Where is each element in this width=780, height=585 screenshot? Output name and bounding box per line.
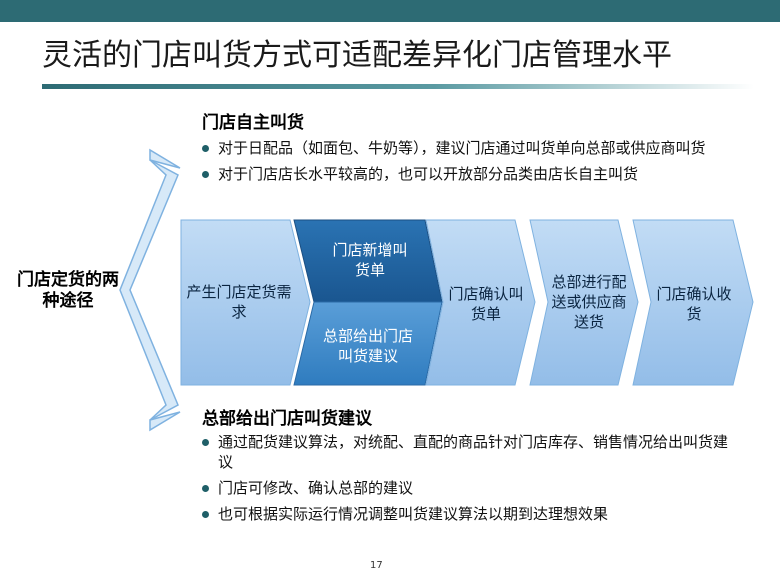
step4-label: 总部进行配送或供应商送货 [551,273,627,331]
brace-arrows [119,148,181,432]
page-number: 17 [370,560,383,571]
list-item: 通过配货建议算法，对统配、直配的商品针对门店库存、销售情况给出叫货建议 [202,432,732,472]
list-item: 门店可修改、确认总部的建议 [202,478,732,498]
branch-bottom-label: 总部给出门店叫货建议 [322,327,413,365]
brace-shape [119,159,179,421]
bullet-dot-icon [202,439,209,446]
chevron-step3 [425,219,536,386]
chevron-step5 [632,219,754,386]
bullet-dot-icon [202,171,209,178]
bullet-dot-icon [202,485,209,492]
bullet-dot-icon [202,145,209,152]
bottom-section-heading: 总部给出门店叫货建议 [202,409,372,429]
header-bar [0,0,780,22]
step5-label: 门店确认收货 [656,285,732,323]
list-item: 对于日配品（如面包、牛奶等），建议门店通过叫货单向总部或供应商叫货 [202,138,722,158]
list-item: 对于门店店长水平较高的，也可以开放部分品类由店长自主叫货 [202,164,722,184]
top-section-bullets: 对于日配品（如面包、牛奶等），建议门店通过叫货单向总部或供应商叫货 对于门店店长… [202,138,722,190]
title-underline [42,84,754,89]
bullet-dot-icon [202,511,209,518]
chevron-step4 [529,219,639,386]
bottom-section-bullets: 通过配货建议算法，对统配、直配的商品针对门店库存、销售情况给出叫货建议 门店可修… [202,432,732,530]
list-item: 也可根据实际运行情况调整叫货建议算法以期到达理想效果 [202,504,732,524]
page-title: 灵活的门店叫货方式可适配差异化门店管理水平 [42,38,672,73]
chevron-branch-bottom [293,301,443,386]
brace-tip-top [149,148,181,169]
side-label: 门店定货的两种途径 [17,270,119,311]
step3-label: 门店确认叫货单 [448,285,524,323]
branch-top-label: 门店新增叫货单 [332,241,408,279]
step1-label: 产生门店定货需求 [186,283,292,321]
chevron-step1 [180,219,311,386]
brace-tip-bottom [149,411,181,432]
top-section-heading: 门店自主叫货 [202,113,304,133]
